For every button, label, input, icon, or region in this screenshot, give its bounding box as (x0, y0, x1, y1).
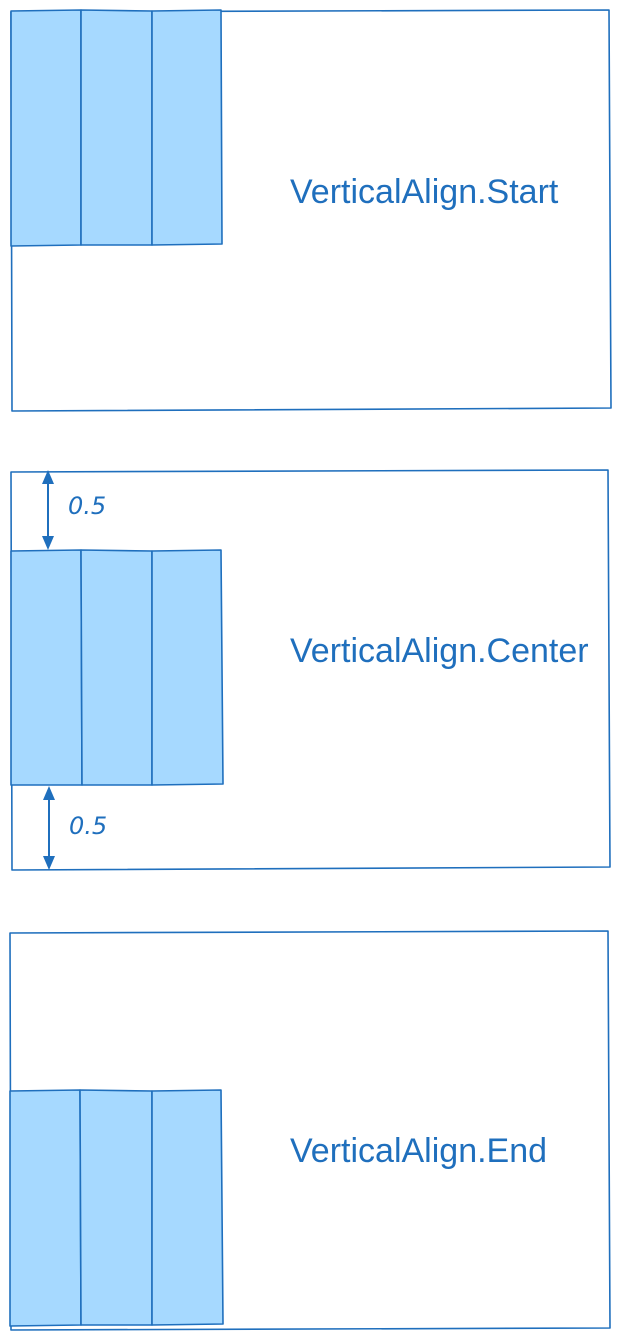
bottom-gap-arrow-up-icon (43, 786, 55, 800)
panel-end-cell-2 (79, 1089, 153, 1326)
panel-center-cell-3 (151, 549, 224, 786)
top-gap-arrow-up-icon (42, 470, 54, 484)
panel-center-cell-1 (10, 549, 83, 786)
panel-end: VerticalAlign.End (9, 930, 611, 1331)
panel-end-label: VerticalAlign.End (290, 1132, 547, 1170)
panel-end-block (9, 1089, 224, 1327)
panel-start-cell-1 (10, 9, 82, 247)
panel-center-label: VerticalAlign.Center (290, 632, 589, 670)
bottom-gap-arrow-down-icon (43, 856, 55, 870)
panel-start-frame (10, 9, 612, 412)
panel-center-block (10, 549, 224, 786)
panel-center: 0.5 0.5 VerticalAlign.Center (10, 469, 611, 871)
panel-start-cell-2 (80, 9, 153, 246)
panel-center-cell-2 (80, 549, 153, 786)
bottom-gap-dimension: 0.5 (43, 786, 107, 870)
panel-end-cell-3 (151, 1089, 224, 1326)
top-gap-dimension: 0.5 (42, 470, 106, 550)
top-gap-arrow-down-icon (42, 536, 54, 550)
top-gap-label: 0.5 (68, 492, 106, 520)
panel-start: VerticalAlign.Start (10, 9, 612, 412)
panel-end-cell-1 (9, 1089, 82, 1327)
bottom-gap-label: 0.5 (69, 812, 107, 840)
panel-start-label: VerticalAlign.Start (290, 173, 559, 211)
panel-start-cell-3 (151, 9, 223, 246)
panel-start-block (10, 9, 223, 247)
